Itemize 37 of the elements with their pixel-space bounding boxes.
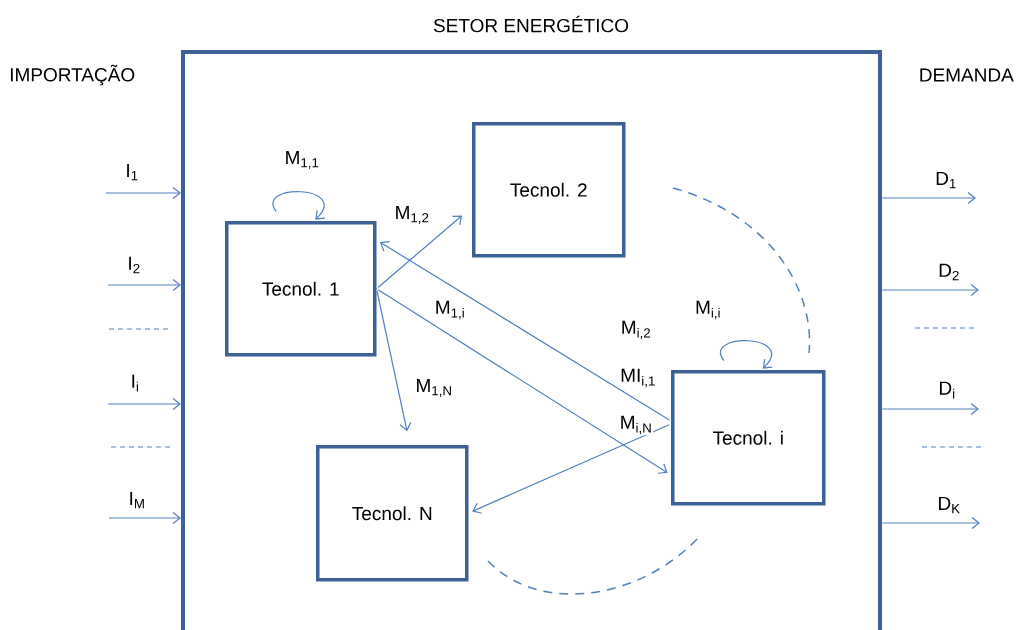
edge-label: M$_{1,1}$	[283, 150, 321, 170]
process-box: Tecnol. 2	[472, 122, 626, 258]
arrow	[107, 278, 181, 292]
arrow	[881, 283, 979, 297]
arrow	[881, 516, 980, 530]
edge-label: M$_{i,i}$	[694, 299, 722, 321]
process-box: Tecnol. 1	[225, 221, 377, 357]
process-box: Tecnol. N	[316, 445, 469, 582]
process-box: Tecnol. i	[671, 370, 826, 506]
edge-label: I$_{2}$	[126, 255, 142, 275]
edge-label: D$_{1}$	[934, 170, 958, 190]
arrow	[881, 402, 979, 416]
arrow	[379, 241, 670, 421]
loop-arrow	[272, 191, 326, 220]
edge-label: D$_{i}$	[937, 380, 957, 400]
edge-label: I$_{1}$	[124, 162, 140, 182]
arrow	[376, 290, 412, 432]
arrow	[107, 397, 181, 411]
flow-label: M$_{i,2}$	[622, 320, 651, 340]
arrow	[472, 424, 670, 514]
edge-label: D$_{K}$	[936, 495, 962, 515]
edge-label: M$_{i,N}$	[618, 414, 654, 436]
arrow	[377, 215, 463, 289]
edge-label: M$_{1,N}$	[414, 378, 454, 398]
edge-label: M$_{1,i}$	[433, 299, 467, 321]
loop-arrow	[719, 340, 773, 369]
arrow	[377, 289, 668, 474]
edge-label: MI$_{i,1}$	[619, 367, 657, 389]
edge-label: D$_{2}$	[937, 262, 961, 282]
edge-label: M$_{1,2}$	[393, 204, 431, 226]
arrow	[108, 511, 181, 525]
side-heading: IMPORTAÇÃO	[10, 64, 135, 86]
edge-label: I$_{i}$	[129, 373, 141, 393]
side-heading: DEMANDA	[920, 68, 1014, 82]
arrow	[105, 186, 181, 200]
edge-label: I$_{M}$	[127, 490, 147, 510]
arrow	[881, 191, 976, 205]
